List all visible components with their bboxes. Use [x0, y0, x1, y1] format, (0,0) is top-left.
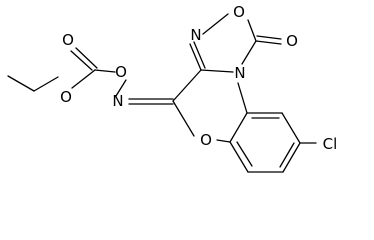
- bond-c3a-n9: [200, 69, 234, 73]
- bond-c3a-n3-double-b: [193, 41, 206, 69]
- atom-ester-oxygen: O: [60, 88, 72, 106]
- bond-benz-c10-c11-inner: [279, 142, 295, 168]
- bond-ethyl-ch2-o: [33, 76, 59, 92]
- bond-benz-c4a-c8a: [229, 112, 248, 143]
- atom-labels: O O O N N O O N O Cl: [60, 3, 337, 153]
- atom-oxazine-oxygen: O: [200, 131, 212, 149]
- atom-ring-nitrogen: N: [234, 64, 245, 82]
- bond-ester-o-carbonyl-c: [71, 69, 96, 89]
- bond-benz-c12-c4a: [229, 141, 249, 173]
- bond-carbonyl-double-b: [75, 47, 98, 69]
- bond-c1-o-double-a: [255, 40, 282, 45]
- bond-n9-c8a: [237, 82, 248, 114]
- bonds: [7, 13, 317, 173]
- bond-benz-c9-c10: [281, 112, 301, 144]
- chemical-structure-drawing: O O O N N O O N O Cl: [7, 3, 337, 173]
- atom-oxadiazolone-carbonyl-oxygen: O: [286, 32, 298, 50]
- bond-c1-n9: [241, 40, 257, 65]
- atom-oxadiazole-oxygen: O: [233, 3, 245, 21]
- bond-ethyl-ch3-ch2: [7, 75, 35, 92]
- bond-c4-c3a: [172, 69, 202, 102]
- bond-carbonyl-double-a: [70, 50, 93, 71]
- atom-oxadiazole-nitrogen: N: [190, 26, 201, 44]
- bond-o2-c1: [247, 19, 257, 42]
- bond-c3a-n3-double-a: [189, 43, 202, 71]
- atom-chlorine: Cl: [323, 135, 338, 153]
- atom-oxime-oxygen: O: [115, 63, 127, 81]
- bond-carbonyl-c-oxime-o: [94, 69, 116, 73]
- bond-benz-c12-c4a-inner: [236, 141, 253, 167]
- atom-carbonyl-oxygen: O: [62, 31, 74, 49]
- bond-benz-c10-c11: [282, 142, 301, 173]
- structure-canvas: O O O N N O O N O Cl: [7, 3, 337, 173]
- bond-oxime-o-n: [115, 79, 127, 97]
- bond-c1-o-double-b: [256, 35, 282, 40]
- atom-imine-nitrogen: N: [112, 92, 123, 110]
- bond-c4a-o5: [216, 139, 231, 143]
- bond-n3-o2: [202, 13, 229, 35]
- bond-o5-c4: [172, 100, 195, 137]
